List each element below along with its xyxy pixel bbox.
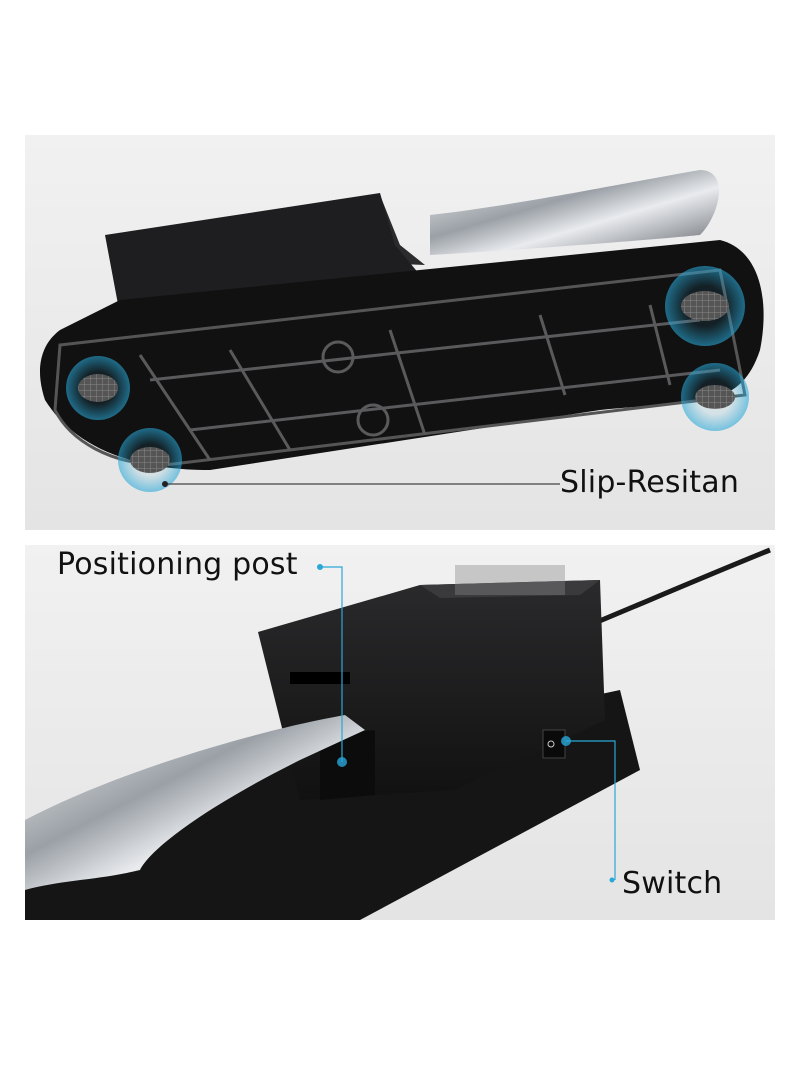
switch-label: Switch xyxy=(622,866,723,901)
callout-lines xyxy=(320,566,616,880)
positioning-post-label: Positioning post xyxy=(57,547,298,582)
pedal-side-view xyxy=(25,547,771,920)
pedal-underside xyxy=(40,170,764,492)
slip-resistant-foot xyxy=(66,266,749,492)
slip-resistant-label: Slip-Resitan xyxy=(560,465,740,500)
